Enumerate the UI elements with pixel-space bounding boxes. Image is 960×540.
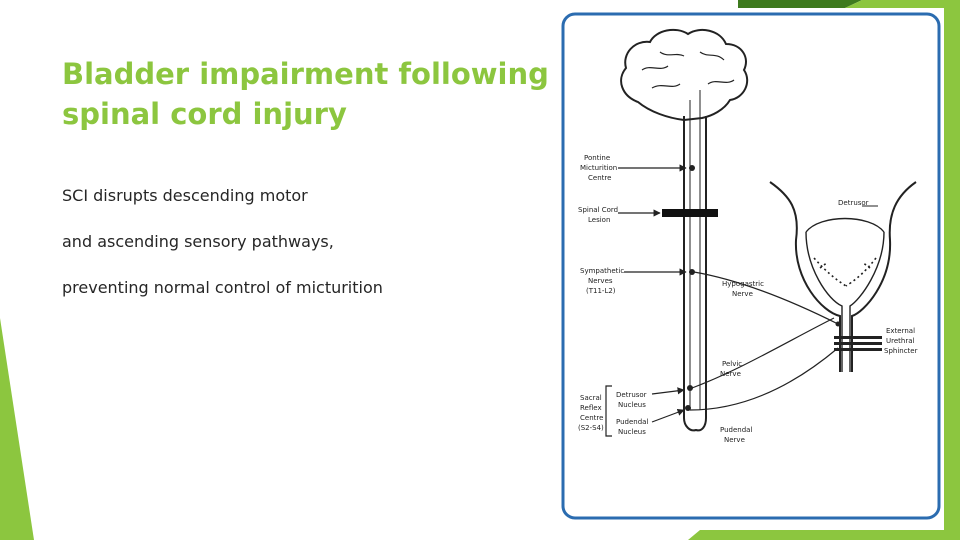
diagram-frame	[561, 12, 941, 520]
label-hypogastric: Hypogastric Nerve	[722, 280, 766, 298]
label-sphincter: External Urethral Sphincter	[884, 327, 918, 355]
label-pudendal: Pudendal Nerve	[720, 426, 755, 444]
body-line-3: preventing normal control of micturition	[62, 278, 383, 297]
label-pudendal-nucleus: Pudendal Nucleus	[616, 418, 651, 436]
label-sacral-centre: Sacral Reflex Centre (S2-S4)	[578, 394, 606, 432]
bladder-diagram: Pontine Micturition Centre Spinal Cord L…	[561, 12, 941, 520]
body-line-1: SCI disrupts descending motor	[62, 186, 308, 205]
label-pelvic: Pelvic Nerve	[720, 360, 744, 378]
label-detrusor-nucleus: Detrusor Nucleus	[616, 391, 649, 409]
sacral-bracket	[605, 385, 612, 437]
label-sympathetic: Sympathetic Nerves (T11-L2)	[580, 267, 626, 295]
title-line-2: spinal cord injury	[62, 97, 347, 131]
slide-title: Bladder impairment following spinal cord…	[62, 54, 582, 134]
top-right-accent-dark	[738, 0, 862, 8]
pudendal-nucleus-arrow	[651, 408, 685, 423]
left-accent-strip	[0, 318, 34, 540]
sphincter-band-3	[834, 348, 882, 351]
label-spinal-lesion: Spinal Cord Lesion	[578, 206, 620, 224]
detrusor-fibres	[813, 257, 877, 287]
pudendal-nerve	[689, 347, 839, 411]
sympathetic-dot	[689, 269, 695, 275]
right-accent-strip	[944, 0, 960, 540]
hypogastric-nerve	[693, 271, 839, 325]
bladder-diagram-figure: Pontine Micturition Centre Spinal Cord L…	[558, 8, 944, 530]
pontine-centre-dot	[689, 165, 695, 171]
sphincter-band-2	[834, 342, 882, 345]
sphincter-band-1	[834, 336, 882, 339]
detrusor-nucleus-dot	[687, 385, 693, 391]
label-pontine-centre: Pontine Micturition Centre	[580, 154, 619, 182]
bladder-inner	[805, 231, 885, 372]
top-right-accent-light	[845, 0, 960, 8]
title-line-1: Bladder impairment following	[62, 57, 549, 91]
pudendal-nucleus-dot	[685, 405, 691, 411]
detrusor-nucleus-arrow	[651, 387, 685, 395]
spinal-cord-outline	[683, 116, 707, 432]
bladder-top-wall	[805, 217, 885, 233]
label-detrusor: Detrusor	[838, 199, 869, 207]
brain-folds	[641, 51, 735, 89]
brain-outline	[620, 28, 749, 122]
pelvic-nerve	[691, 317, 835, 389]
bladder-outer	[769, 181, 917, 372]
slide-body: SCI disrupts descending motor and ascend…	[62, 182, 542, 320]
pelvic-bladder-dot	[835, 321, 841, 327]
spinal-cord-lesion-bar	[662, 209, 718, 217]
body-line-2: and ascending sensory pathways,	[62, 232, 334, 251]
